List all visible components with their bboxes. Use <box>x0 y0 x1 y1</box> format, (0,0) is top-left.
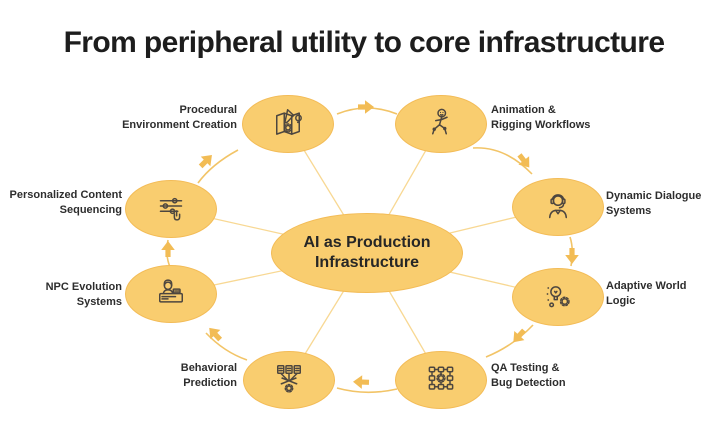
node-label-personalized-content-sequencing: Personalized Content Sequencing <box>9 189 122 216</box>
center-node: AI as Production Infrastructure <box>271 213 463 293</box>
node-label-procedural-environment-creation: Procedural Environment Creation <box>122 104 237 131</box>
cycle-arrows <box>161 100 579 394</box>
node-label-adaptive-world-logic: Adaptive World Logic <box>606 280 687 307</box>
arrowhead-icon <box>358 100 374 114</box>
page-title: From peripheral utility to core infrastr… <box>63 26 665 59</box>
arrowhead-icon <box>513 328 526 343</box>
node-procedural-environment-creation <box>242 95 334 153</box>
person-desk-icon <box>159 279 183 303</box>
node-label-dynamic-dialogue-systems: Dynamic Dialogue Systems <box>606 190 702 217</box>
arrowhead-icon <box>209 327 223 342</box>
bulb-gear-icon <box>546 286 570 308</box>
node-behavioral-prediction <box>243 351 335 409</box>
arrowhead-icon <box>198 155 212 169</box>
arrowhead-icon <box>565 248 579 264</box>
arrowhead-icon <box>161 241 175 257</box>
node-qa-testing-bug-detection <box>395 351 487 409</box>
node-label-behavioral-prediction: Behavioral Prediction <box>180 362 237 389</box>
headset-person-icon <box>549 194 567 219</box>
documents-network-icon <box>277 365 301 393</box>
running-figure-icon <box>432 108 448 135</box>
arrowhead-icon <box>353 375 370 389</box>
node-animation-rigging-workflows <box>395 95 487 153</box>
node-personalized-content-sequencing <box>125 180 217 238</box>
sliders-hand-icon <box>159 197 183 221</box>
node-adaptive-world-logic <box>512 268 604 326</box>
node-grid-gear-icon <box>428 366 454 390</box>
arrowhead-icon <box>517 153 530 168</box>
node-label-qa-testing-bug-detection: QA Testing & Bug Detection <box>491 362 566 389</box>
map-pencil-gear-icon <box>276 109 302 135</box>
node-label-npc-evolution-systems: NPC Evolution Systems <box>45 281 122 308</box>
node-dynamic-dialogue-systems <box>512 178 604 236</box>
node-label-animation-rigging-workflows: Animation & Rigging Workflows <box>491 104 591 131</box>
node-npc-evolution-systems <box>125 265 217 323</box>
center-node-label: AI as Production Infrastructure <box>303 234 431 271</box>
